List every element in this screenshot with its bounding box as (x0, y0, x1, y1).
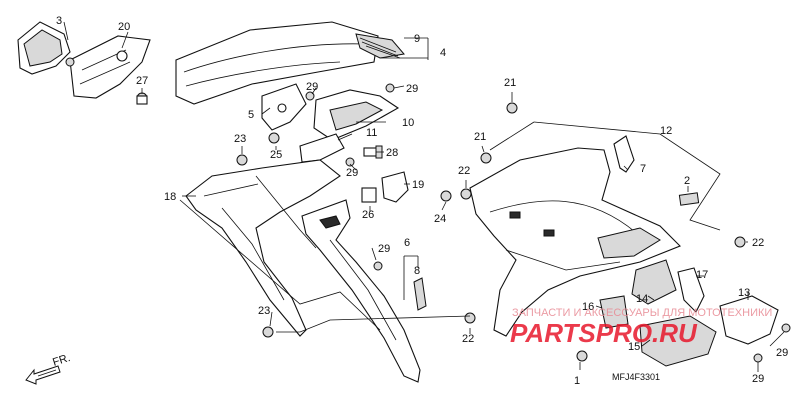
part-12-right-cowl (469, 147, 681, 337)
callout-29-right-low: 29 (776, 347, 788, 359)
part-11-stay (299, 133, 345, 163)
callout-16: 16 (582, 301, 594, 313)
part-15-lower-cover (639, 315, 717, 367)
callout-3: 3 (56, 15, 62, 27)
watermark-brand: PARTSPRO.RU (510, 318, 698, 348)
callout-21-mid: 21 (474, 131, 486, 143)
callout-25: 25 (270, 149, 282, 161)
fastener-21-a (506, 102, 518, 114)
callout-8: 8 (414, 265, 420, 277)
callout-10: 10 (402, 117, 414, 129)
callout-12: 12 (660, 125, 672, 137)
front-direction-arrow: FR. (25, 352, 72, 385)
fastener-29-g (781, 323, 791, 333)
callout-4: 4 (440, 47, 446, 59)
part-20-bracket (69, 35, 151, 99)
fastener-22-b (734, 236, 746, 248)
fastener-29-a (65, 57, 75, 67)
callout-6: 6 (404, 237, 410, 249)
part-7-strip (613, 135, 635, 173)
fastener-29-d (345, 157, 355, 167)
fastener-1 (576, 350, 588, 362)
callout-28: 28 (386, 147, 398, 159)
callout-22-right: 22 (752, 237, 764, 249)
fastener-23-a (236, 154, 248, 166)
callout-21-top: 21 (504, 77, 516, 89)
fastener-22-a (460, 188, 472, 200)
part-27-grommet (136, 92, 148, 105)
part-16-plate (599, 295, 629, 329)
callout-13: 13 (738, 287, 750, 299)
callout-labels: 3 20 27 9 4 29 29 5 10 11 23 25 28 29 19… (56, 15, 788, 387)
callout-2: 2 (684, 175, 690, 187)
callout-1: 1 (574, 375, 580, 387)
callout-22-top: 22 (458, 165, 470, 177)
fastener-29-f (753, 353, 763, 363)
part-4-upper-cowl (175, 21, 405, 105)
callout-19: 19 (412, 179, 424, 191)
part-17-strip (677, 267, 705, 313)
part-19-clip (381, 171, 409, 203)
fastener-23-b (262, 326, 274, 338)
fastener-21-b (480, 152, 492, 164)
fastener-25 (268, 132, 280, 144)
callout-29-top: 29 (306, 81, 318, 93)
callout-23-top: 23 (234, 133, 246, 145)
callout-18: 18 (164, 191, 176, 203)
callout-29-mid: 29 (346, 167, 358, 179)
callout-26: 26 (362, 209, 374, 221)
part-14-bracket (631, 259, 677, 305)
callout-14: 14 (636, 293, 648, 305)
fastener-24 (440, 190, 452, 202)
part-6-inner-cover (301, 199, 421, 383)
fastener-22-c (464, 312, 476, 324)
callout-7: 7 (640, 163, 646, 175)
part-5-stay (261, 83, 307, 131)
watermark: ЗАПЧАСТИ И АКСЕССУАРЫ ДЛЯ МОТОТЕХНИКИ PA… (510, 307, 772, 348)
callout-29-bottom: 29 (752, 373, 764, 385)
part-10-inner-panel (313, 89, 400, 141)
callout-29-right: 29 (406, 83, 418, 95)
callout-5: 5 (248, 109, 254, 121)
callout-15: 15 (628, 341, 640, 353)
watermark-tagline: ЗАПЧАСТИ И АКСЕССУАРЫ ДЛЯ МОТОТЕХНИКИ (512, 307, 772, 319)
callout-17: 17 (696, 269, 708, 281)
part-3-panel (17, 21, 71, 75)
part-13-bracket (719, 295, 779, 345)
part-26-clip (361, 187, 377, 203)
callout-20: 20 (118, 21, 130, 33)
fasteners (65, 57, 791, 363)
callout-23-bottom: 23 (258, 305, 270, 317)
fastener-29-b (385, 83, 395, 93)
leader-lines (63, 21, 785, 372)
callout-11: 11 (366, 127, 377, 139)
part-8-strip (413, 277, 427, 311)
callout-27: 27 (136, 75, 148, 87)
diagram-code: MFJ4F3301 (612, 372, 660, 382)
callout-9: 9 (414, 33, 420, 45)
front-label: FR. (51, 352, 72, 369)
callout-24: 24 (434, 213, 446, 225)
callout-29-low: 29 (378, 243, 390, 255)
callout-22-bottom: 22 (462, 333, 474, 345)
part-2-pad (678, 192, 700, 206)
fastener-29-e (373, 261, 383, 271)
